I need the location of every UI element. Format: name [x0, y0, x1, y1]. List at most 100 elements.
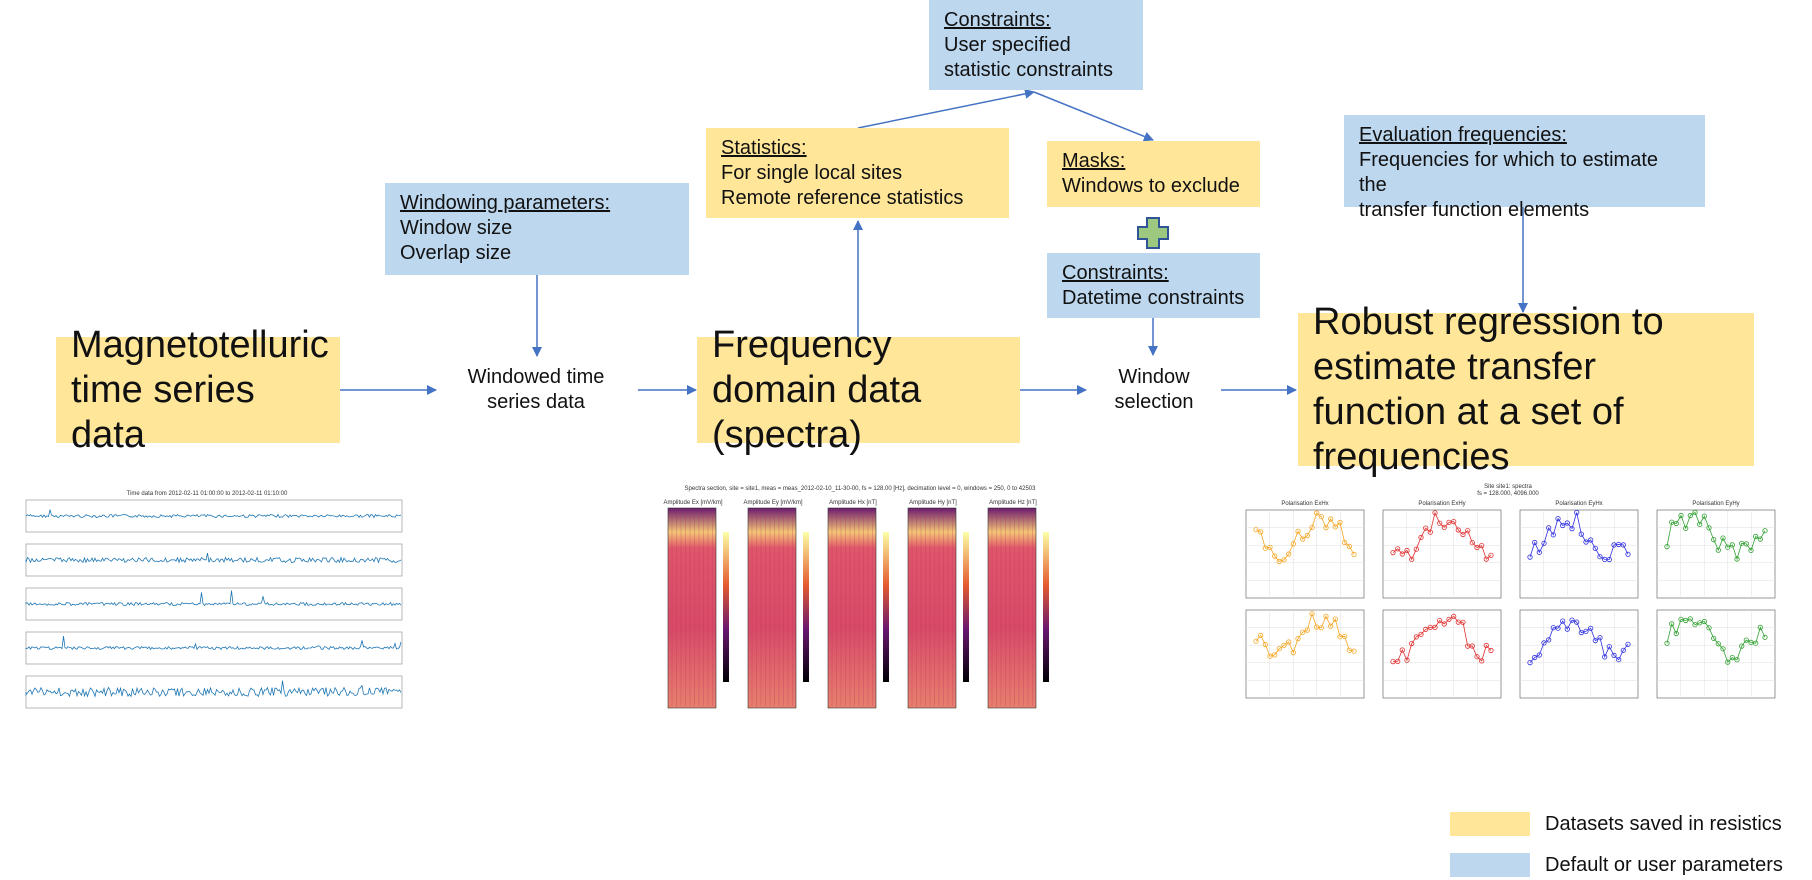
tf-point [1460, 531, 1466, 538]
tf-point [1328, 516, 1334, 522]
statistics-box: Statistics: For single local sites Remot… [706, 128, 1009, 218]
tf-point [1423, 525, 1429, 531]
tf-point [1569, 617, 1575, 623]
tf-point [1606, 644, 1612, 650]
tf-point [1488, 647, 1494, 654]
evaluation-heading: Evaluation frequencies: [1359, 124, 1567, 146]
window-selection-label: Window selection [1098, 365, 1210, 415]
tf-point [1564, 520, 1570, 526]
tf-point [1729, 655, 1735, 661]
spectra-panel: Amplitude Ey [mV/km] [743, 500, 809, 709]
tf-point [1664, 544, 1670, 550]
tf-point [1337, 519, 1343, 526]
tf-point [1437, 618, 1443, 624]
tf-point [1711, 635, 1717, 641]
tf-point [1706, 625, 1712, 631]
tf-point [1673, 630, 1679, 637]
spectrogram [747, 507, 797, 709]
tf-point [1664, 640, 1670, 646]
tf-point [1253, 527, 1259, 533]
tf-panel-title: Polarisation ExHy [1418, 501, 1465, 507]
tf-point [1734, 657, 1740, 663]
tf-curve [1255, 612, 1355, 657]
tf-point [1569, 525, 1575, 532]
tf-point [1706, 525, 1712, 531]
legend-swatch-parameters [1450, 853, 1530, 877]
spectra-panel-title: Amplitude Hy [nT] [909, 500, 957, 506]
tf-point [1314, 510, 1320, 516]
colorbar [1043, 532, 1049, 682]
window-selection-text: Window selection [1114, 366, 1194, 413]
timeseries-trace [25, 553, 402, 564]
tf-point [1483, 556, 1489, 562]
tf-point [1757, 624, 1763, 630]
tf-point [1583, 539, 1589, 545]
arrow-statistics-to-constraints [857, 88, 1035, 129]
tf-point [1295, 528, 1301, 534]
tf-point [1725, 659, 1731, 665]
evaluation-line: Frequencies for which to estimate the [1359, 149, 1659, 196]
statistics-heading: Statistics: [721, 137, 807, 159]
tf-point [1592, 638, 1598, 644]
tf-point [1309, 524, 1315, 530]
tf-point [1409, 556, 1415, 562]
tf-point [1602, 654, 1608, 660]
spectra-panel: Amplitude Hx [nT] [827, 500, 889, 709]
tf-point [1762, 528, 1768, 534]
tf-point [1418, 631, 1424, 637]
tf-point [1564, 626, 1570, 632]
tf-point [1687, 616, 1693, 622]
tf-point [1446, 616, 1452, 622]
tf-point [1258, 632, 1264, 638]
tf-point [1488, 552, 1494, 558]
statistics-line: Remote reference statistics [721, 187, 964, 209]
tf-point [1757, 536, 1763, 542]
tf-curve [1529, 619, 1629, 663]
tf-point [1304, 532, 1310, 539]
tf-point [1678, 512, 1684, 519]
tf-point [1323, 613, 1329, 619]
tf-point [1474, 654, 1480, 660]
windowing-line: Overlap size [400, 242, 512, 264]
tf-curve [1666, 618, 1766, 663]
windowing-line: Window size [400, 217, 513, 239]
tf-point [1262, 641, 1268, 648]
tf-point [1258, 529, 1264, 535]
tf-point [1748, 547, 1754, 554]
tf-point [1541, 640, 1547, 646]
tf-point [1574, 509, 1580, 516]
tf-point [1532, 654, 1538, 661]
tf-point [1272, 652, 1278, 658]
tf-point [1276, 646, 1282, 652]
tf-point [1536, 549, 1542, 555]
tf-point [1620, 647, 1626, 653]
tf-point [1560, 618, 1566, 624]
tf-panel: Polarisation ExHx [1245, 501, 1365, 699]
tf-point [1536, 652, 1542, 658]
timeseries-trace [25, 636, 402, 651]
tf-title: Site site1: spectra [1484, 484, 1532, 490]
arrow-constraints-to-masks [1033, 91, 1154, 142]
colorbar [963, 532, 969, 682]
tf-point [1697, 620, 1703, 626]
windowing-heading: Windowing parameters: [400, 192, 611, 214]
robust-regression-box: Robust regression to estimate transfer f… [1298, 301, 1754, 478]
tf-point [1295, 636, 1301, 642]
timeseries-panel [25, 587, 403, 621]
tf-point [1451, 613, 1457, 619]
tf-point [1267, 653, 1273, 659]
tf-point [1715, 547, 1721, 553]
tf-point [1592, 545, 1598, 551]
timeseries-title: Time data from 2012-02-11 01:00:00 to 20… [127, 491, 288, 497]
tf-point [1625, 641, 1631, 647]
tf-point [1597, 554, 1603, 560]
constraints-line: statistic constraints [944, 59, 1113, 81]
colorbar [803, 532, 809, 682]
tf-point [1413, 546, 1419, 552]
tf-point [1683, 525, 1689, 531]
tf-point [1281, 557, 1287, 563]
legend-parameters-label: Default or user parameters [1545, 854, 1783, 876]
colorbar [883, 532, 889, 682]
timeseries-trace [25, 680, 402, 698]
